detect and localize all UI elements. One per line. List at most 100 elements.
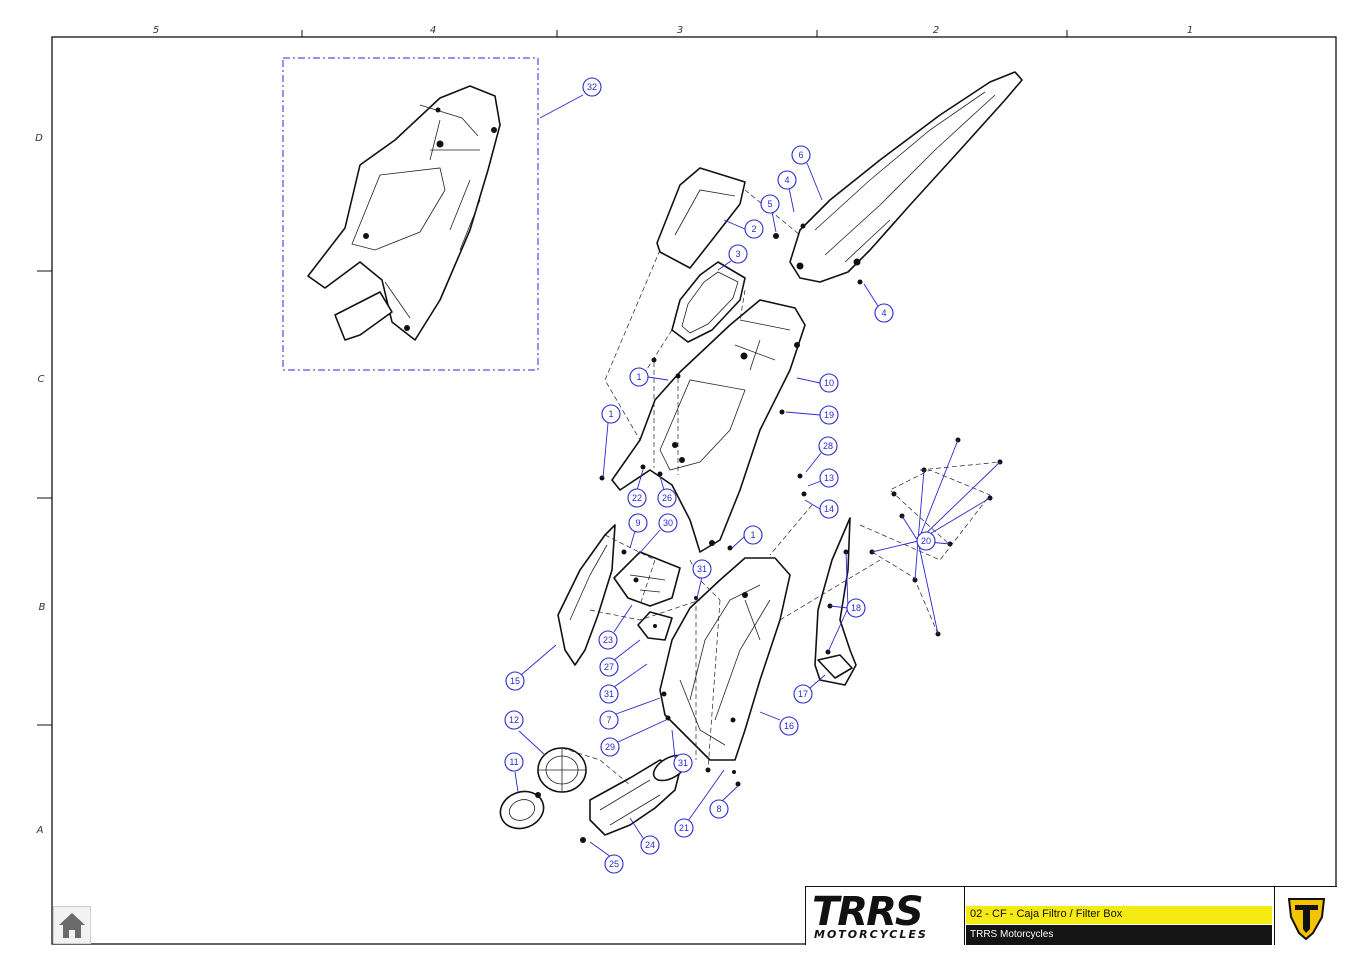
grid-column-label: 4 — [430, 25, 436, 36]
callout-3[interactable]: 3 — [728, 244, 748, 264]
svg-text:17: 17 — [798, 689, 808, 699]
grid-column-label: 2 — [933, 25, 939, 36]
svg-text:8: 8 — [716, 804, 721, 814]
svg-text:1: 1 — [750, 530, 755, 540]
svg-text:31: 31 — [697, 564, 707, 574]
svg-text:4: 4 — [784, 175, 789, 185]
filter-cover — [656, 167, 746, 269]
callout-19[interactable]: 19 — [819, 405, 839, 425]
callout-20[interactable]: 20 — [916, 531, 936, 551]
company-name: TRRS Motorcycles — [970, 929, 1054, 940]
callout-14[interactable]: 14 — [819, 499, 839, 519]
column-ticks — [37, 30, 1068, 726]
svg-text:1: 1 — [608, 409, 613, 419]
fasteners — [580, 233, 1003, 843]
callout-26[interactable]: 26 — [657, 488, 677, 508]
grid-row-label: D — [35, 133, 43, 144]
rear-fender — [789, 71, 1023, 283]
svg-text:13: 13 — [824, 473, 834, 483]
callout-7[interactable]: 7 — [599, 710, 619, 730]
callout-1[interactable]: 1 — [629, 367, 649, 387]
svg-text:25: 25 — [609, 859, 619, 869]
callout-2[interactable]: 2 — [744, 219, 764, 239]
callout-1[interactable]: 1 — [601, 404, 621, 424]
svg-text:31: 31 — [678, 758, 688, 768]
callout-12[interactable]: 12 — [504, 710, 524, 730]
inset-assembled-airbox — [307, 85, 501, 341]
callout-32[interactable]: 32 — [582, 77, 602, 97]
svg-text:3: 3 — [735, 249, 740, 259]
callout-17[interactable]: 17 — [793, 684, 813, 704]
inset-detail-frame — [282, 57, 539, 371]
callout-30[interactable]: 30 — [658, 513, 678, 533]
callout-24[interactable]: 24 — [640, 835, 660, 855]
callout-5[interactable]: 5 — [760, 194, 780, 214]
svg-text:11: 11 — [509, 757, 518, 767]
callout-29[interactable]: 29 — [600, 737, 620, 757]
callout-31[interactable]: 31 — [692, 559, 712, 579]
svg-text:1: 1 — [636, 372, 641, 382]
svg-text:10: 10 — [824, 378, 834, 388]
home-button[interactable] — [53, 906, 91, 944]
home-icon — [59, 913, 85, 938]
logo-wordmark: TRRS — [812, 889, 924, 935]
svg-text:26: 26 — [662, 493, 672, 503]
callout-9[interactable]: 9 — [628, 513, 648, 533]
callout-22[interactable]: 22 — [627, 488, 647, 508]
svg-text:22: 22 — [632, 493, 642, 503]
svg-text:6: 6 — [798, 150, 803, 160]
callout-16[interactable]: 16 — [779, 716, 799, 736]
callout-15[interactable]: 15 — [505, 671, 525, 691]
callout-27[interactable]: 27 — [599, 657, 619, 677]
svg-text:24: 24 — [645, 840, 655, 850]
airbox-lower-body — [659, 557, 791, 761]
callout-4[interactable]: 4 — [874, 303, 894, 323]
svg-text:5: 5 — [767, 199, 772, 209]
side-panel — [557, 524, 616, 666]
callout-31[interactable]: 31 — [673, 753, 693, 773]
trrs-logo: TRRS MOTORCYCLES — [806, 887, 965, 945]
callout-6[interactable]: 6 — [791, 145, 811, 165]
grid-column-label: 1 — [1187, 25, 1193, 36]
svg-text:12: 12 — [509, 715, 519, 725]
company-bar — [966, 925, 1272, 945]
svg-text:2: 2 — [751, 224, 756, 234]
callout-10[interactable]: 10 — [819, 373, 839, 393]
svg-text:29: 29 — [605, 742, 615, 752]
svg-text:7: 7 — [606, 715, 611, 725]
drawing-frame — [51, 36, 1337, 945]
callout-23[interactable]: 23 — [598, 630, 618, 650]
grid-column-label: 3 — [677, 25, 683, 36]
grid-column-label: 5 — [153, 25, 159, 36]
trrs-badge — [1274, 887, 1338, 945]
callout-4[interactable]: 4 — [777, 170, 797, 190]
svg-text:27: 27 — [604, 662, 614, 672]
svg-text:30: 30 — [663, 518, 673, 528]
svg-text:32: 32 — [587, 82, 597, 92]
callout-11[interactable]: 11 — [504, 752, 524, 772]
svg-text:28: 28 — [823, 441, 833, 451]
svg-text:31: 31 — [604, 689, 614, 699]
logo-subtext: MOTORCYCLES — [814, 928, 928, 941]
svg-text:23: 23 — [603, 635, 613, 645]
callout-31[interactable]: 31 — [599, 684, 619, 704]
filter-cap — [499, 790, 545, 830]
callout-13[interactable]: 13 — [819, 468, 839, 488]
right-side-cover — [814, 517, 857, 686]
svg-text:9: 9 — [635, 518, 640, 528]
callout-8[interactable]: 8 — [709, 799, 729, 819]
callout-1[interactable]: 1 — [743, 525, 763, 545]
svg-text:20: 20 — [921, 536, 931, 546]
svg-text:15: 15 — [510, 676, 520, 686]
assembly-lines — [561, 189, 1001, 786]
callout-21[interactable]: 21 — [674, 818, 694, 838]
callout-25[interactable]: 25 — [604, 854, 624, 874]
title-highlight-bar — [966, 906, 1272, 924]
bracket — [637, 611, 673, 641]
leader-lines — [514, 94, 1001, 858]
grid-row-label: C — [38, 374, 45, 385]
grid-row-label: A — [36, 825, 44, 836]
callout-18[interactable]: 18 — [846, 598, 866, 618]
callout-28[interactable]: 28 — [818, 436, 838, 456]
